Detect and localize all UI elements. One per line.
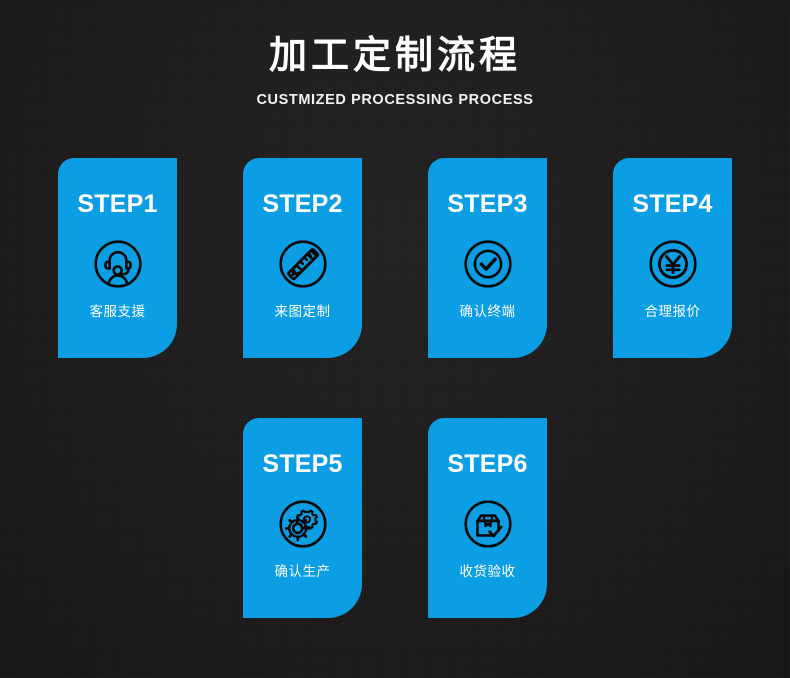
package-check-icon — [460, 496, 516, 552]
step-number-label: STEP1 — [77, 190, 158, 218]
step-number-label: STEP3 — [447, 190, 528, 218]
step-number-label: STEP2 — [262, 190, 343, 218]
step-row-2: STEP5 确 — [0, 418, 790, 618]
step-card-6[interactable]: STEP6 收货验收 — [428, 418, 547, 618]
page-title: 加工定制流程 — [268, 35, 521, 77]
yuan-currency-circle-icon — [645, 236, 701, 292]
page-header: 加工定制流程 CUSTMIZED PROCESSING PROCESS — [0, 34, 790, 110]
step-caption: 确认生产 — [274, 564, 331, 579]
step-caption: 确认终端 — [459, 304, 516, 319]
check-circle-icon — [460, 236, 516, 292]
customer-service-headset-icon — [90, 236, 146, 292]
step-card-1[interactable]: STEP1 客服支援 — [58, 158, 177, 358]
step-card-5[interactable]: STEP5 确 — [243, 418, 362, 618]
step-number-label: STEP4 — [632, 190, 713, 218]
ruler-pencil-icon — [275, 236, 331, 292]
step-card-2[interactable]: STEP2 来图定制 — [243, 158, 362, 358]
step-card-4[interactable]: STEP4 合理报价 — [613, 158, 732, 358]
step-card-3[interactable]: STEP3 确认终端 — [428, 158, 547, 358]
step-row-1: STEP1 客服支援 STEP2 — [0, 158, 790, 358]
gears-icon — [275, 496, 331, 552]
step-caption: 客服支援 — [89, 304, 146, 319]
step-number-label: STEP6 — [447, 450, 528, 478]
step-caption: 合理报价 — [644, 304, 701, 319]
step-caption: 收货验收 — [459, 564, 516, 579]
step-number-label: STEP5 — [262, 450, 343, 478]
page-subtitle: CUSTMIZED PROCESSING PROCESS — [256, 92, 534, 108]
step-caption: 来图定制 — [274, 304, 331, 319]
